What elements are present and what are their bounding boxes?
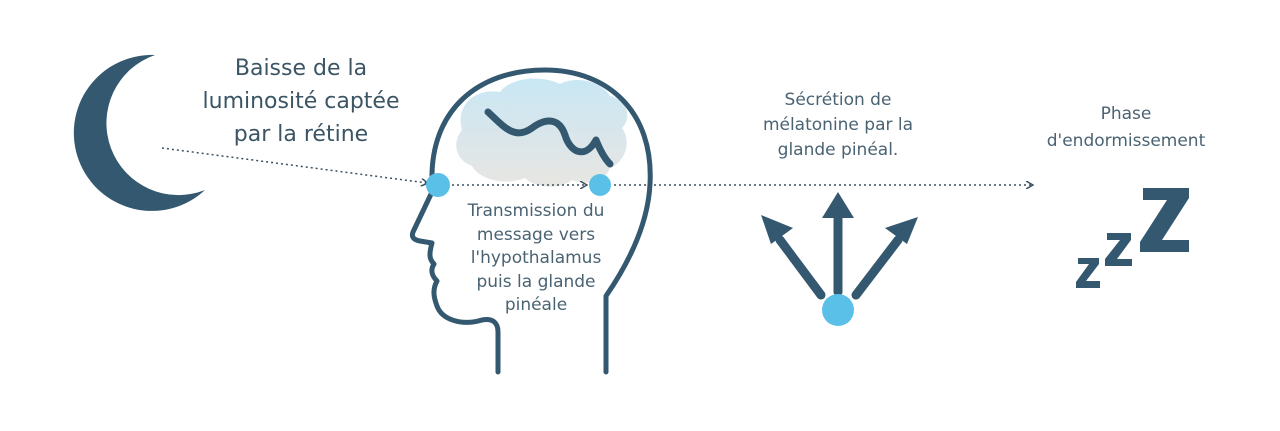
label-line: par la rétine <box>233 122 369 147</box>
label-line: mélatonine par la <box>762 115 914 135</box>
label-sleep-phase: Phase d'endormissement <box>1026 101 1226 155</box>
label-line: Transmission du <box>467 201 605 221</box>
moon-icon <box>73 54 205 211</box>
brain-squiggle <box>484 108 614 168</box>
label-line: puis la glande <box>476 271 596 292</box>
flow-arrow-retina <box>161 147 427 183</box>
label-line: pinéale <box>504 295 568 315</box>
label-line: Sécrétion de <box>784 90 892 110</box>
label-line: luminosité captée <box>202 89 400 114</box>
label-line: Baisse de la <box>234 56 368 81</box>
burst-arrows-icon <box>761 192 918 326</box>
head-profile-icon <box>409 67 653 375</box>
label-line: l'hypothalamus <box>470 248 602 268</box>
label-line: Phase <box>1100 104 1152 124</box>
brain-icon <box>456 78 628 187</box>
brain-cloud <box>456 78 628 187</box>
label-melatonin-secretion: Sécrétion de mélatonine par la glande pi… <box>738 88 938 163</box>
melatonin-node <box>822 294 854 326</box>
label-line: message vers <box>476 224 596 245</box>
label-message-transmission: Transmission du message vers l'hypothala… <box>446 200 626 318</box>
retina-node <box>426 173 450 197</box>
label-retina-light-drop: Baisse de la luminosité captée par la ré… <box>196 52 406 151</box>
sleep-zzz-icon <box>1076 188 1189 288</box>
label-line: glande pinéal. <box>777 140 899 160</box>
label-line: d'endormissement <box>1046 131 1206 151</box>
pineal-node <box>589 174 611 196</box>
